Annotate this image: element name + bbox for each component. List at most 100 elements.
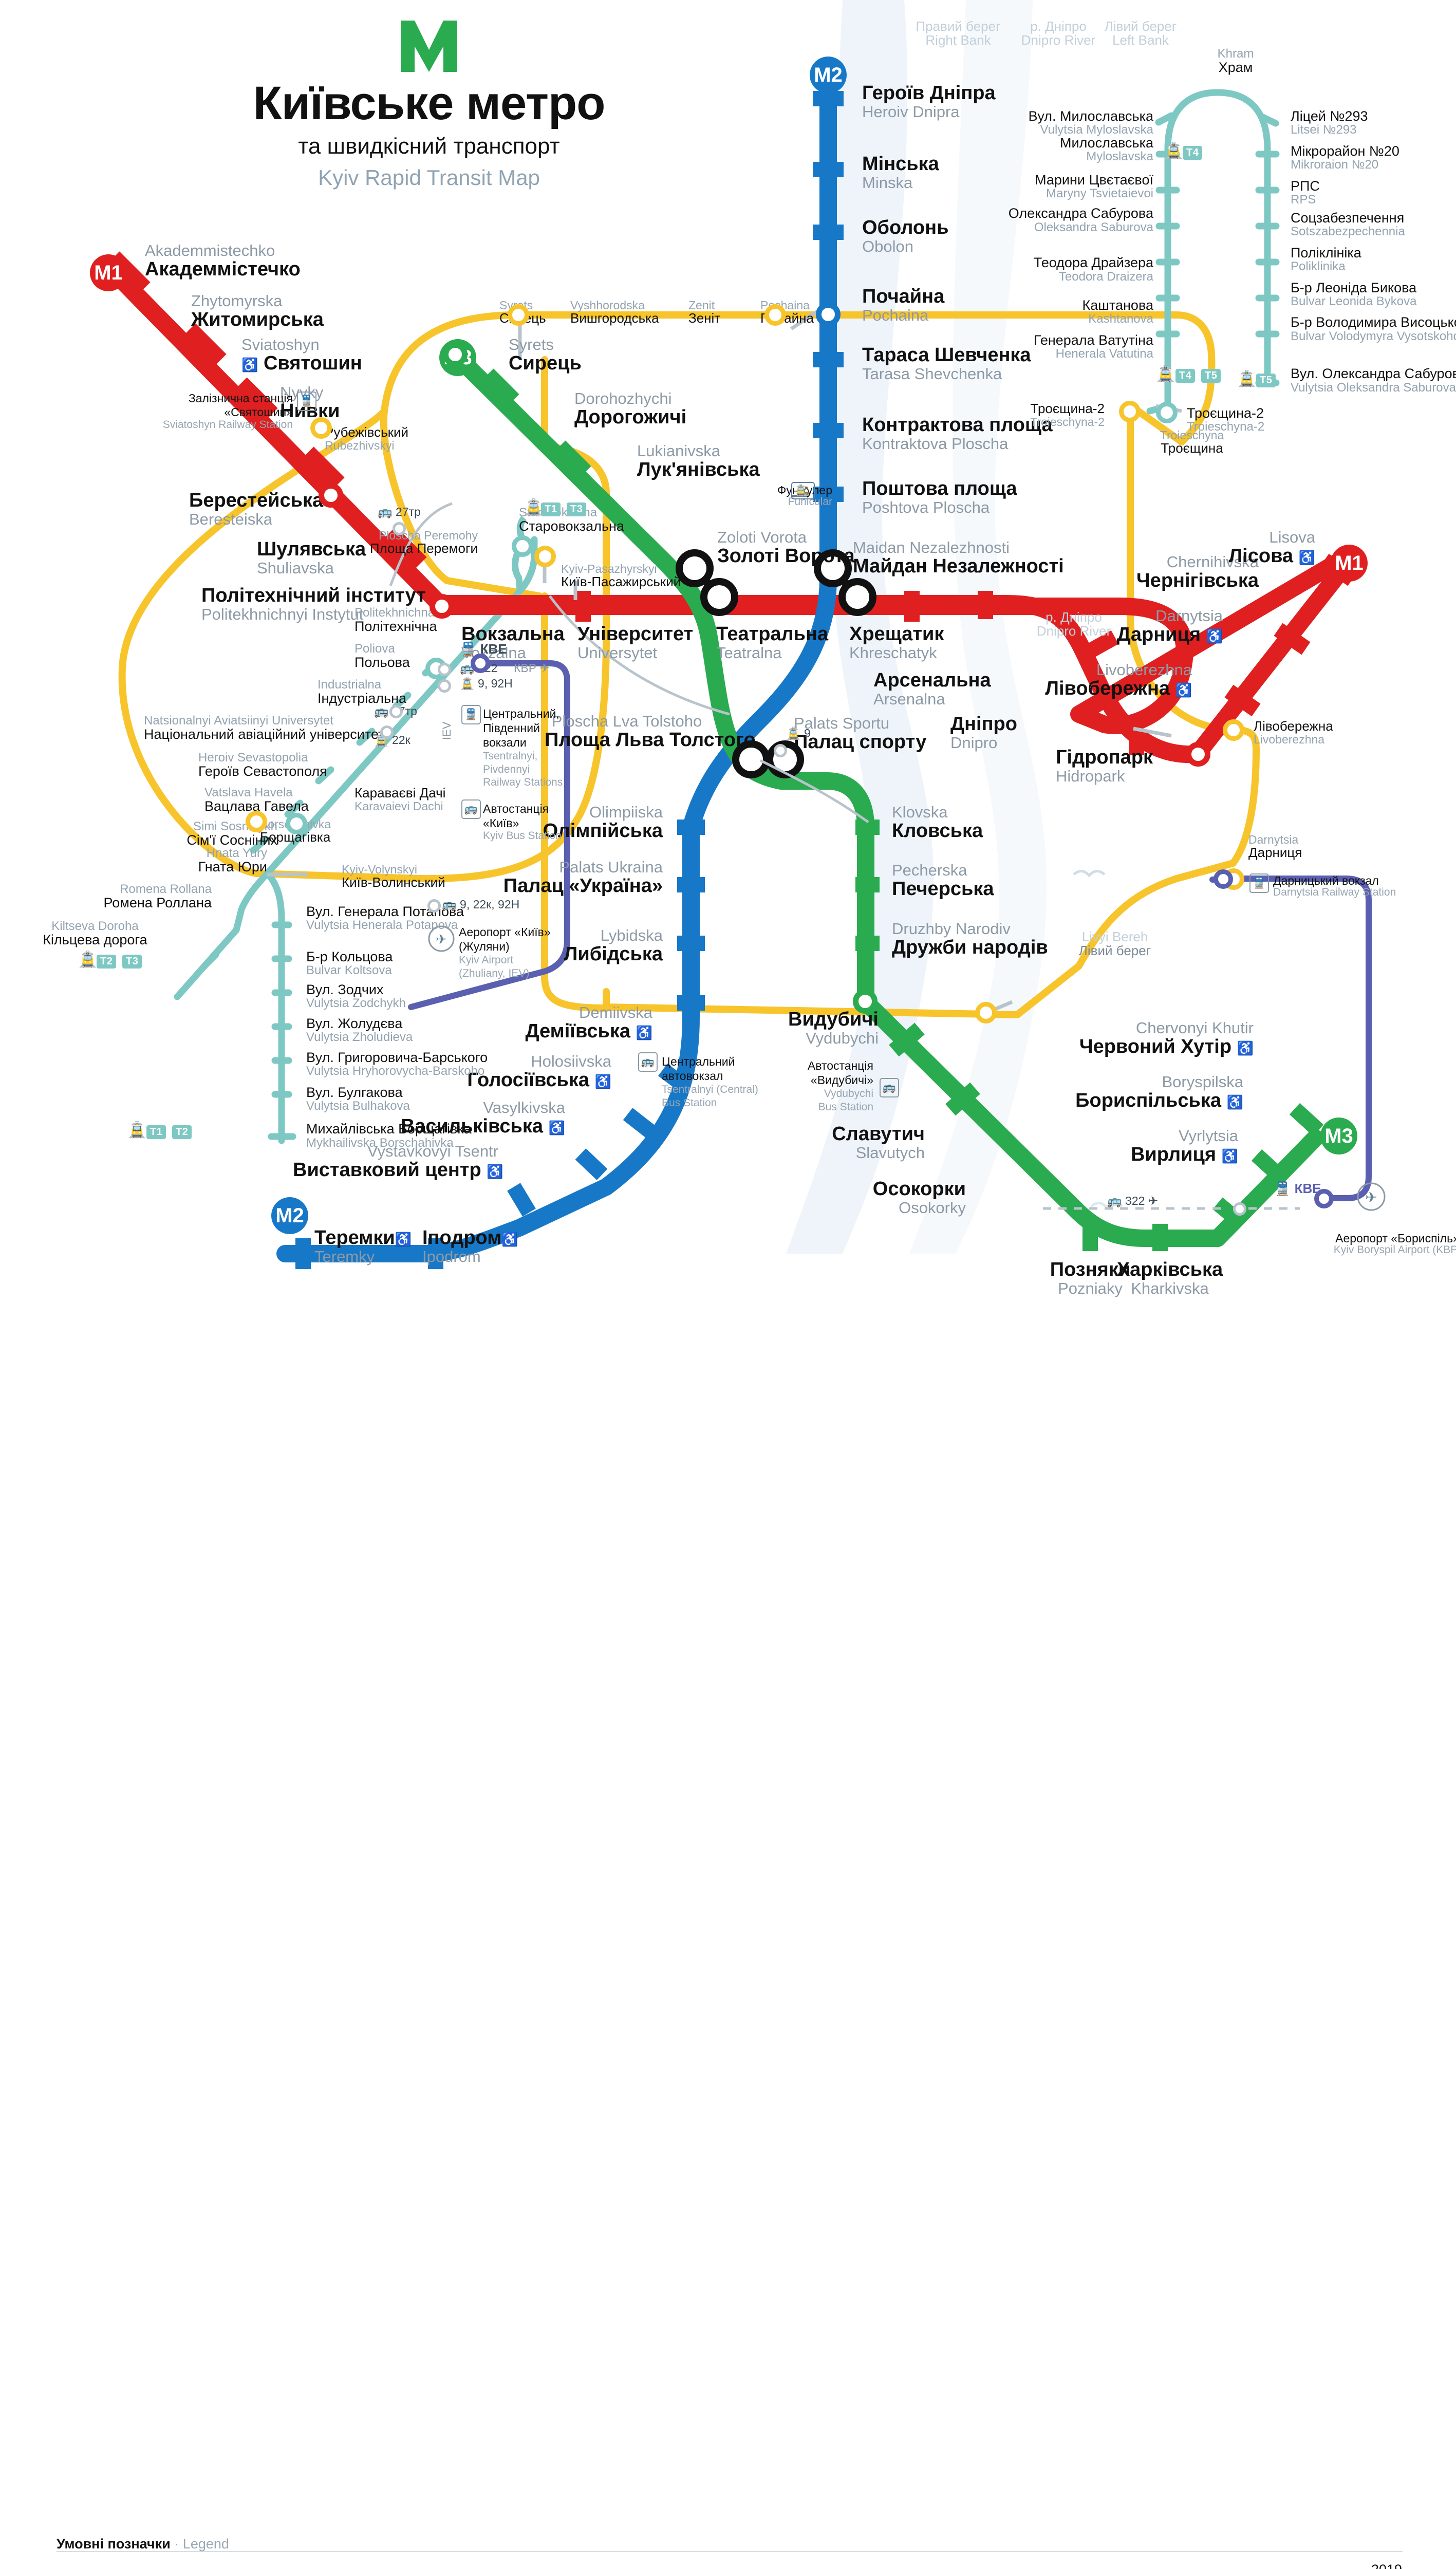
tram-dot-starovokzalna[interactable] bbox=[512, 535, 533, 557]
stop-dot-9-palats[interactable] bbox=[774, 744, 787, 757]
station-label-livoberezhna[interactable]: Livoberezhna Лівобережна ♿ bbox=[1045, 661, 1192, 699]
stop-dot-27tr-a[interactable] bbox=[393, 522, 406, 535]
station-label-vystavkovyi-tsentr[interactable]: Vystavkovyi Tsentr Виставковий центр ♿ bbox=[293, 1142, 503, 1181]
station-label-sviatoshyn[interactable]: Sviatoshyn ♿ Святошин bbox=[241, 336, 362, 374]
line-badge-m1-northwest[interactable]: M1 bbox=[90, 254, 127, 291]
rail-dot-rubezhivskyi[interactable] bbox=[310, 417, 332, 439]
tram-chip-t1[interactable]: T1 bbox=[541, 502, 561, 516]
stop-dot-22k[interactable] bbox=[380, 725, 394, 739]
stop-dot-322[interactable] bbox=[438, 663, 451, 676]
tram-label-bulvar-volodymyra-vysotskoho[interactable]: Б-р Володимира Висоцького Bulvar Volodym… bbox=[1291, 314, 1456, 344]
transfer-dot-shuliavska[interactable] bbox=[319, 483, 343, 508]
tram-label-vulytsia-oleksandra-saburova[interactable]: Вул. Олександра Сабурова Vulytsia Oleksa… bbox=[1291, 366, 1456, 395]
route-tag-27tr-a[interactable]: 🚌 27тр bbox=[378, 505, 421, 518]
poi-kyiv-airport-zhuliany[interactable]: Аеропорт «Київ»(Жуляни) Kyiv Airport(Zhu… bbox=[459, 925, 551, 979]
poi-sviatoshyn-railway-station[interactable]: Залізнична станція«Святошин» Sviatoshyn … bbox=[162, 392, 293, 431]
stop-dot-9-92n[interactable] bbox=[438, 679, 451, 693]
line-badge-m2-north[interactable]: M2 bbox=[810, 57, 847, 94]
kbe-dot-darnytsia[interactable] bbox=[1214, 869, 1233, 889]
rail-dot-vydubychi[interactable] bbox=[975, 1002, 997, 1023]
tram-label-mykhailivska-borschahivka[interactable]: Михайлівська Борщагівка Mykhailivska Bor… bbox=[306, 1121, 472, 1150]
line-badge-m2-southwest[interactable]: M2 bbox=[271, 1197, 308, 1234]
station-label-boryspilska[interactable]: Boryspilska Бориспільська ♿ bbox=[1075, 1073, 1243, 1111]
tram-chip-t5-troieschyna2[interactable]: T5 bbox=[1201, 369, 1221, 383]
transfer-dot-livoberezhna-m1[interactable] bbox=[1186, 742, 1210, 767]
rail-dot-troieschyna-2[interactable] bbox=[1119, 401, 1141, 422]
kbe-dot-vokzalna[interactable] bbox=[471, 654, 490, 673]
station-label-chervonyi-khutir[interactable]: Chervonyi Khutir Червоний Хутір ♿ bbox=[1079, 1019, 1254, 1057]
kbe-label-boryspil[interactable]: 🚆 КВЕ bbox=[1274, 1181, 1321, 1196]
transfer-dot-vydubychi[interactable] bbox=[853, 989, 878, 1014]
tram-chip-t3[interactable]: T3 bbox=[567, 502, 587, 516]
poi-kyiv-bus-station[interactable]: Автостанція«Київ» Kyiv Bus Station bbox=[483, 802, 562, 842]
stop-dot-airport-zhuliany[interactable] bbox=[427, 899, 441, 913]
tram-dot-troieschyna-2[interactable] bbox=[1156, 402, 1178, 423]
station-label-zoloti-vorota[interactable]: Zoloti Vorota Золоті Ворота bbox=[717, 528, 855, 567]
transfer-dot-syrets[interactable] bbox=[443, 342, 468, 367]
rail-dot-syrets[interactable] bbox=[508, 304, 529, 326]
route-tag-9-22k-92n[interactable]: 🚌 9, 22к, 92Н bbox=[442, 898, 520, 911]
station-label-teremky[interactable]: Теремки♿ Teremky bbox=[314, 1227, 412, 1265]
station-label-vyrlytsia[interactable]: Vyrlytsia Вирлиця ♿ bbox=[1130, 1127, 1238, 1165]
rail-dot-livoberezhna[interactable] bbox=[1223, 719, 1244, 741]
tram-chip-t3-kiltseva[interactable]: T3 bbox=[122, 955, 142, 969]
tram-label-teodora-draizera[interactable]: Теодора Драйзера Teodora Draizera bbox=[1033, 255, 1153, 284]
kbe-dot-boryspil[interactable] bbox=[1314, 1189, 1334, 1208]
station-label-lisova[interactable]: Lisova Лісова ♿ bbox=[1228, 528, 1316, 567]
route-tag-9-92n[interactable]: 🚊 9, 92Н bbox=[460, 677, 513, 690]
station-label-ipodrom[interactable]: Іподром♿ Ipodrom bbox=[422, 1227, 518, 1265]
station-label-demiivska[interactable]: Demiivska Деміївська ♿ bbox=[525, 1003, 652, 1042]
rail-dot-kyiv-pasazhyrskyi[interactable] bbox=[534, 546, 556, 567]
tram-dot-simi-sosninykh[interactable] bbox=[286, 813, 307, 834]
